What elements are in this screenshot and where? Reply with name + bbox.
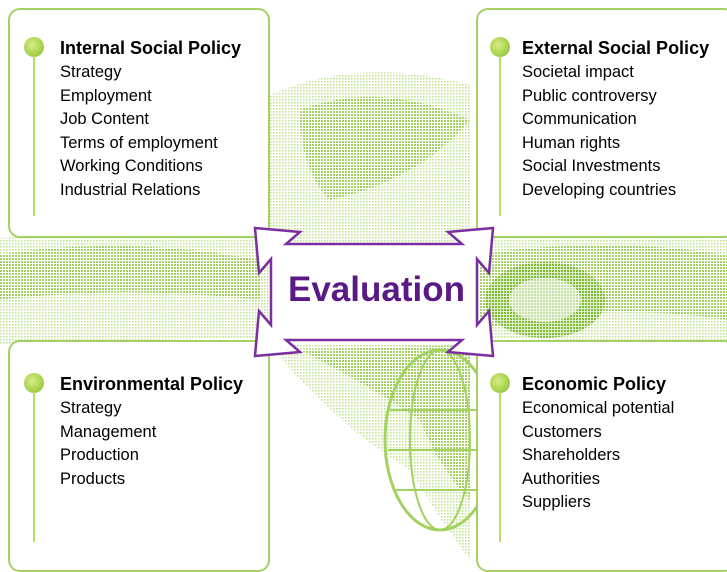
bullet-stem [33, 56, 35, 216]
economic-policy-list: Economical potential Customers Sharehold… [522, 397, 674, 515]
bullet-icon [490, 373, 510, 393]
environmental-policy-title: Environmental Policy [60, 374, 244, 394]
list-item: Suppliers [522, 493, 591, 511]
bullet-icon [490, 37, 510, 57]
list-item: Social Investments [522, 157, 661, 175]
list-item: Strategy [60, 399, 122, 417]
list-item: Human rights [522, 133, 621, 152]
list-item: Public controversy [522, 86, 657, 105]
list-item: Working Conditions [60, 157, 203, 175]
list-item: Management [60, 422, 157, 441]
list-item: Products [60, 469, 126, 488]
list-item: Authorities [522, 469, 600, 488]
environmental-policy-box: Environmental Policy Strategy Management… [8, 340, 270, 572]
list-item: Customers [522, 422, 602, 441]
external-social-policy-box: External Social Policy Societal impact P… [476, 8, 727, 238]
list-item: Production [60, 446, 139, 464]
list-item: Industrial Relations [60, 180, 201, 199]
list-item: Terms of employment [60, 133, 218, 152]
economic-policy-box: Economic Policy Economical potential Cus… [476, 340, 727, 572]
list-item: Shareholders [522, 446, 621, 464]
economic-policy-title: Economic Policy [522, 374, 667, 394]
bullet-stem [499, 56, 501, 216]
bullet-icon [24, 37, 44, 57]
internal-social-policy-title: Internal Social Policy [60, 38, 242, 58]
list-item: Job Content [60, 110, 149, 128]
evaluation-label: Evaluation [288, 270, 465, 309]
list-item: Communication [522, 110, 637, 128]
list-item: Employment [60, 86, 152, 105]
environmental-policy-list: Strategy Management Production Products [60, 397, 156, 491]
list-item: Developing countries [522, 180, 677, 199]
bullet-stem [499, 392, 501, 542]
internal-social-policy-box: Internal Social Policy Strategy Employme… [8, 8, 270, 238]
bullet-icon [24, 373, 44, 393]
external-social-policy-list: Societal impact Public controversy Commu… [522, 61, 676, 202]
list-item: Strategy [60, 63, 122, 81]
bullet-stem [33, 392, 35, 542]
list-item: Economical potential [522, 399, 675, 417]
internal-social-policy-list: Strategy Employment Job Content Terms of… [60, 61, 218, 202]
list-item: Societal impact [522, 63, 634, 81]
external-social-policy-title: External Social Policy [522, 38, 710, 58]
